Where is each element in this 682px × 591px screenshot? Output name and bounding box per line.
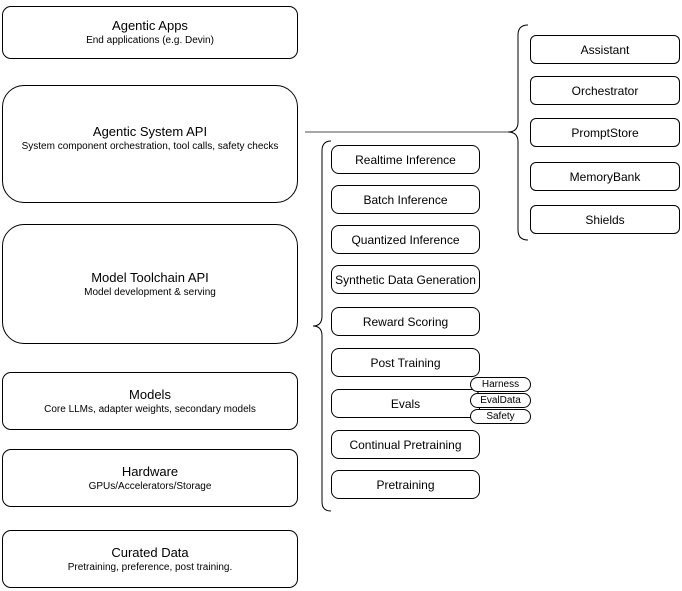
node-model-toolchain-api: Model Toolchain API Model development & … [2, 224, 298, 344]
node-hardware: Hardware GPUs/Accelerators/Storage [2, 449, 298, 507]
node-evals: Evals [331, 389, 480, 418]
node-title: Curated Data [111, 544, 189, 560]
toolchain-group-brace [312, 140, 332, 512]
node-pretraining: Pretraining [331, 470, 480, 499]
node-title: Models [129, 386, 171, 402]
node-subtitle: End applications (e.g. Devin) [86, 35, 214, 46]
node-title: Agentic Apps [112, 18, 188, 33]
node-promptstore: PromptStore [530, 118, 680, 147]
node-agentic-system-api: Agentic System API System component orch… [2, 85, 298, 203]
node-title: Model Toolchain API [91, 269, 209, 285]
node-title: Agentic System API [92, 123, 208, 139]
node-subtitle: GPUs/Accelerators/Storage [88, 480, 212, 492]
node-realtime-inference: Realtime Inference [331, 145, 480, 174]
node-models: Models Core LLMs, adapter weights, secon… [2, 372, 298, 430]
node-subtitle: Core LLMs, adapter weights, secondary mo… [44, 403, 256, 415]
pill-evaldata: EvalData [470, 393, 531, 408]
node-orchestrator: Orchestrator [530, 76, 680, 105]
node-subtitle: Pretraining, preference, post training. [67, 561, 233, 573]
node-post-training: Post Training [331, 348, 480, 377]
node-quantized-inference: Quantized Inference [331, 225, 480, 254]
node-curated-data: Curated Data Pretraining, preference, po… [2, 530, 298, 588]
node-subtitle: Model development & serving [84, 286, 216, 298]
node-subtitle: System component orchestration, tool cal… [21, 140, 279, 152]
node-title: Hardware [121, 463, 179, 479]
pill-safety: Safety [470, 409, 531, 424]
node-reward-scoring: Reward Scoring [331, 307, 480, 336]
components-group-brace [507, 24, 529, 241]
node-synthetic-data-generation: Synthetic Data Generation [331, 265, 480, 294]
node-assistant: Assistant [530, 35, 680, 64]
node-continual-pretraining: Continual Pretraining [331, 430, 480, 459]
node-agentic-apps: Agentic Apps End applications (e.g. Devi… [2, 6, 298, 59]
pill-harness: Harness [470, 377, 531, 392]
node-memorybank: MemoryBank [530, 162, 680, 191]
node-batch-inference: Batch Inference [331, 185, 480, 214]
node-shields: Shields [530, 205, 680, 234]
